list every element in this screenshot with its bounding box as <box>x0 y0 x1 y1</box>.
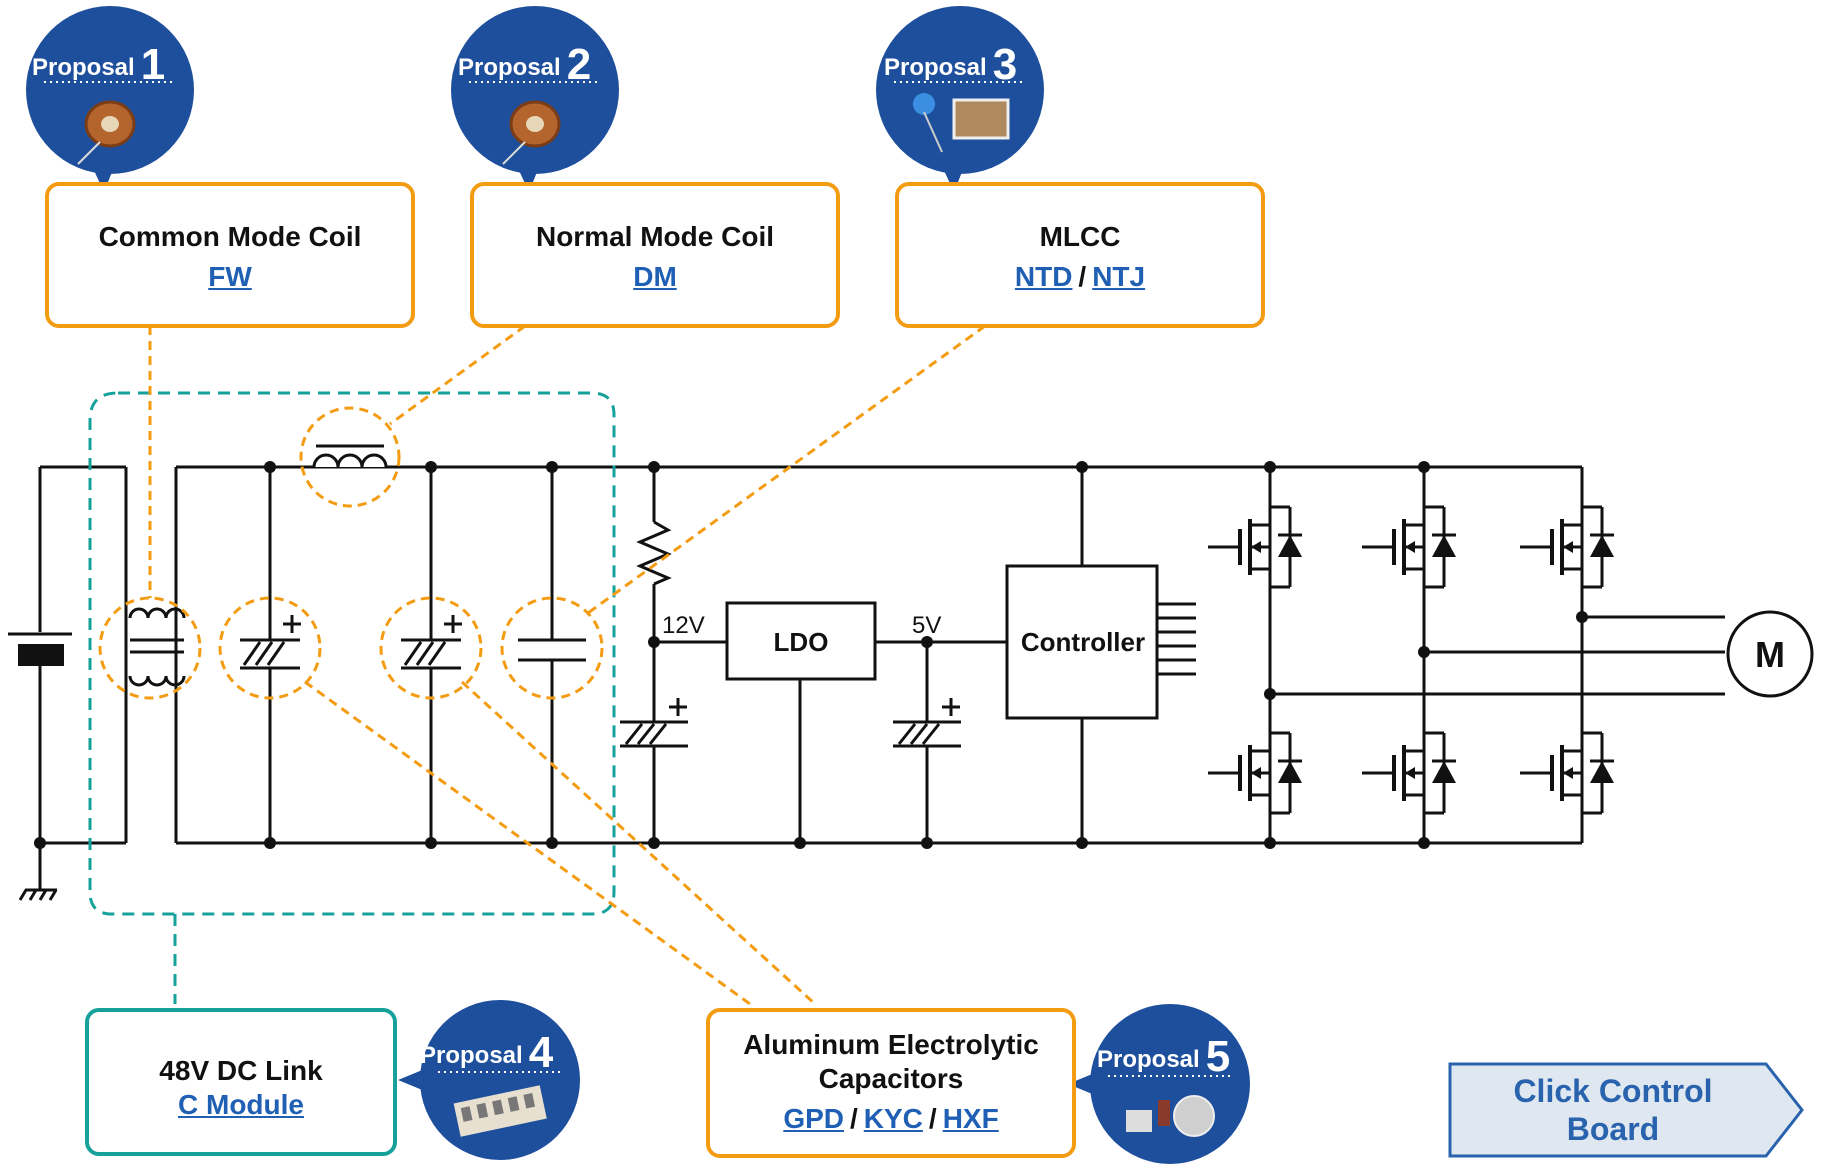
link-kyc[interactable]: KYC <box>863 1103 923 1134</box>
controller-label: Controller <box>1021 627 1145 657</box>
motor-label: M <box>1755 634 1785 675</box>
aluminum-title-line2: Capacitors <box>818 1063 964 1094</box>
component-photo-icon <box>1126 1095 1215 1137</box>
dc-link-region <box>88 391 616 916</box>
card-normal-mode-coil: Normal Mode Coil DM <box>470 182 840 328</box>
mlcc-cap-symbol <box>518 467 586 843</box>
resistor-symbol <box>636 467 727 700</box>
mlcc-title: MLCC <box>1039 221 1121 252</box>
cta-line1: Click Control <box>1513 1073 1713 1109</box>
link-c-module[interactable]: C Module <box>178 1089 304 1120</box>
link-hxf[interactable]: HXF <box>942 1103 999 1134</box>
link-fw[interactable]: FW <box>208 261 252 292</box>
mosfet-icon <box>1208 731 1302 815</box>
label-5v: 5V <box>912 612 941 639</box>
normal-mode-coil-title: Normal Mode Coil <box>535 221 774 252</box>
ldo-block <box>725 601 1007 843</box>
proposal-bubble-5 <box>1068 1004 1250 1164</box>
link-separator: / <box>850 1103 858 1134</box>
common-mode-coil-title: Common Mode Coil <box>98 221 362 252</box>
rails <box>40 465 1582 845</box>
highlight-circles <box>98 406 604 700</box>
card-common-mode-coil: Common Mode Coil FW <box>45 182 415 328</box>
mosfet-icon <box>1520 731 1614 815</box>
click-control-board-button[interactable]: Click Control Board <box>1448 1062 1806 1158</box>
motor-circle <box>1726 610 1814 698</box>
proposal-bubbles <box>26 6 1250 1164</box>
ldo-label: LDO <box>774 627 829 657</box>
link-dm[interactable]: DM <box>633 261 677 292</box>
aluminum-title-line1: Aluminum Electrolytic <box>743 1029 1039 1060</box>
mosfet-icon <box>1362 731 1456 815</box>
normal-mode-coil-symbol <box>312 444 388 468</box>
card-dc-link: 48V DC Link C Module <box>85 1008 397 1156</box>
link-ntd[interactable]: NTD <box>1014 261 1073 292</box>
mosfet-icon <box>1208 505 1302 589</box>
component-photo-icon <box>453 1085 547 1137</box>
mosfet-icon <box>1362 505 1456 589</box>
link-ntj[interactable]: NTJ <box>1092 261 1146 292</box>
link-separator: / <box>928 1103 937 1134</box>
electrolytic-cap-5v <box>893 642 961 843</box>
leader-lines <box>148 324 986 1006</box>
cta-line2: Board <box>1566 1111 1660 1147</box>
card-aluminum-electrolytic: Aluminum Electrolytic Capacitors GPD/KYC… <box>706 1008 1076 1158</box>
controller-block <box>1005 467 1196 843</box>
mosfet-icon <box>1520 505 1614 589</box>
electrolytic-cap-2 <box>401 467 462 843</box>
battery-symbol <box>8 467 72 901</box>
link-gpd[interactable]: GPD <box>783 1103 844 1134</box>
junctions <box>264 461 1430 849</box>
component-photo-icon <box>502 100 561 165</box>
card-mlcc: MLCC NTD/NTJ <box>895 182 1265 328</box>
component-photo-icon <box>913 93 1010 153</box>
inverter-bridge <box>1264 467 1814 843</box>
proposal-bubble-1 <box>26 6 194 192</box>
cta-label: Click Control Board <box>1448 1072 1778 1148</box>
cta-arrow-shape <box>1448 1062 1804 1158</box>
link-separator: / <box>1078 261 1087 292</box>
proposal-bubble-4 <box>398 1000 580 1160</box>
mosfet-switches <box>1208 505 1614 815</box>
electrolytic-cap-1 <box>240 467 301 843</box>
proposal-bubble-3 <box>876 6 1044 192</box>
proposal-bubble-2 <box>451 6 619 192</box>
component-photo-icon <box>77 100 136 165</box>
label-12v: 12V <box>662 612 705 639</box>
electrolytic-cap-12v <box>620 698 688 843</box>
common-mode-coil-symbol <box>128 607 186 687</box>
dc-link-title: 48V DC Link <box>159 1055 323 1086</box>
